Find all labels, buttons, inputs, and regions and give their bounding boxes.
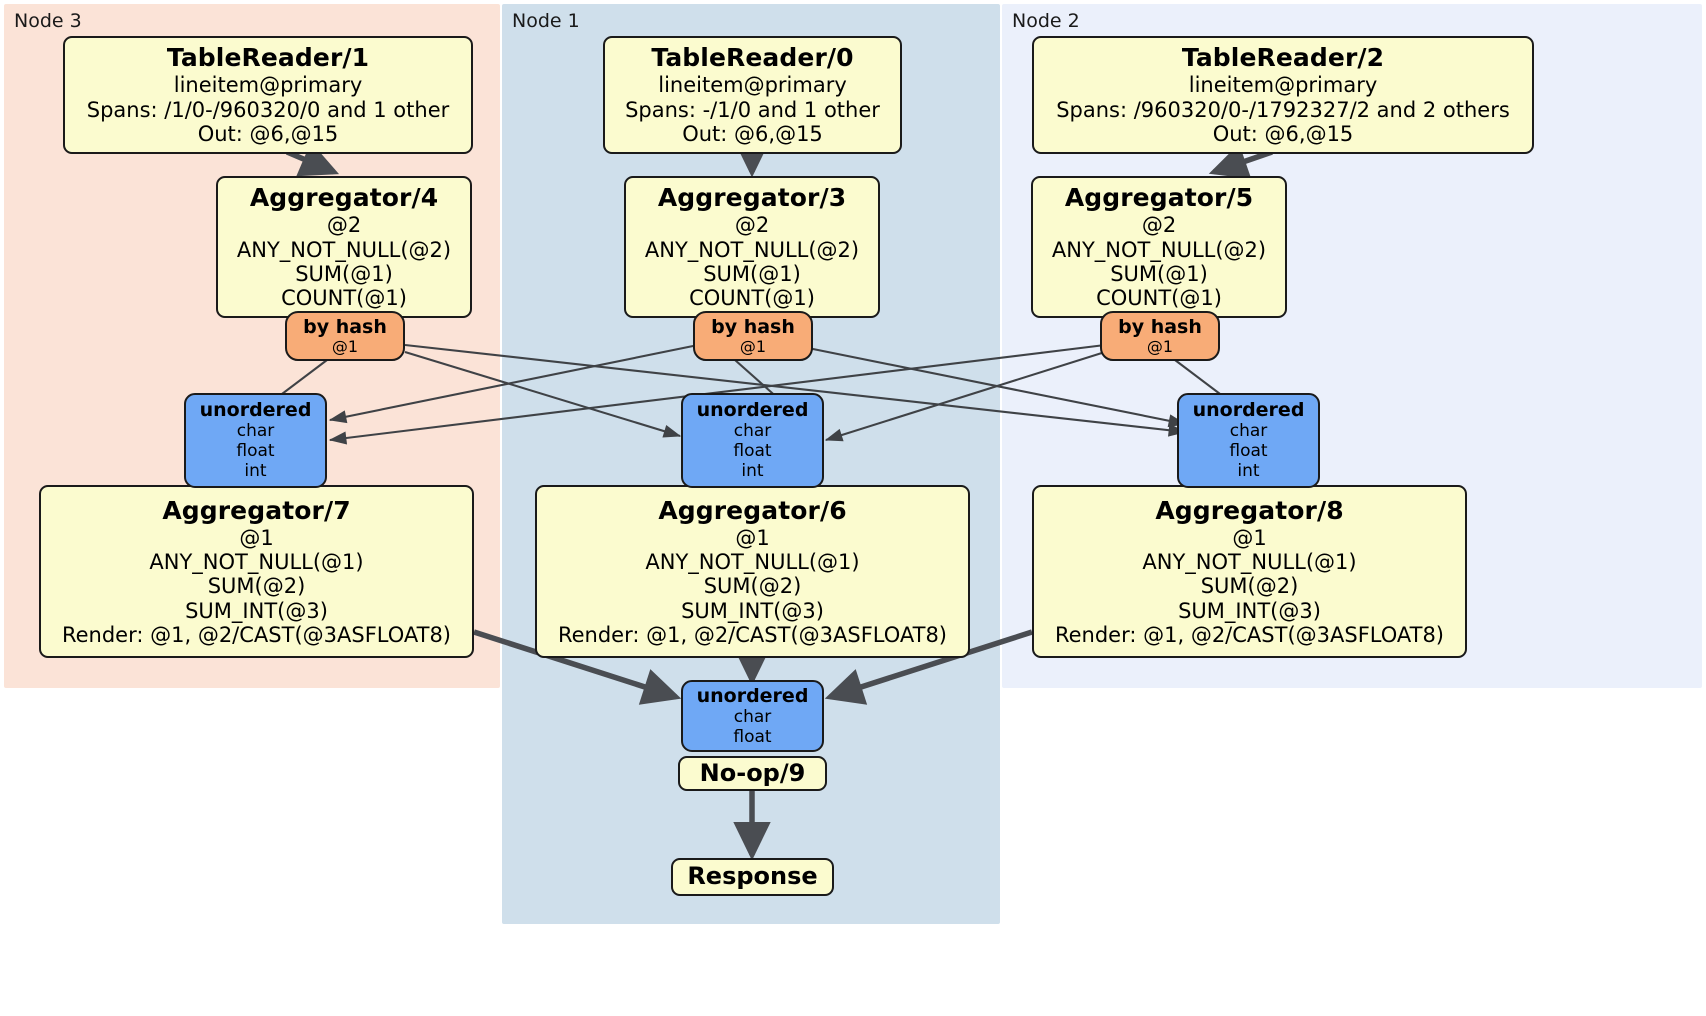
- aggregator-7-func-3: SUM_INT(@3): [185, 598, 328, 623]
- router-by-hash-3-title: by hash: [711, 315, 795, 338]
- node-tablereader-2[interactable]: TableReader/2 lineitem@primary Spans: /9…: [1032, 36, 1534, 154]
- node-response[interactable]: Response: [671, 858, 834, 896]
- synchronizer-6-title: unordered: [696, 399, 809, 422]
- node-aggregator-3[interactable]: Aggregator/3 @2 ANY_NOT_NULL(@2) SUM(@1)…: [624, 176, 880, 318]
- router-by-hash-3[interactable]: by hash @1: [693, 311, 813, 361]
- aggregator-4-func-3: COUNT(@1): [281, 286, 407, 311]
- router-by-hash-3-column: @1: [739, 336, 767, 356]
- synchronizer-final-type-1: char: [733, 706, 772, 727]
- synchronizer-7-title: unordered: [199, 399, 312, 422]
- tablereader-2-out: Out: @6,@15: [1212, 122, 1354, 147]
- tablereader-0-title: TableReader/0: [651, 43, 854, 73]
- node-tablereader-1[interactable]: TableReader/1 lineitem@primary Spans: /1…: [63, 36, 473, 154]
- aggregator-4-group: @2: [326, 213, 362, 238]
- aggregator-6-func-3: SUM_INT(@3): [681, 598, 824, 623]
- aggregator-4-func-2: SUM(@1): [295, 262, 393, 286]
- response-title: Response: [687, 862, 818, 891]
- aggregator-3-func-2: SUM(@1): [703, 262, 801, 286]
- aggregator-4-title: Aggregator/4: [249, 183, 439, 213]
- node-aggregator-5[interactable]: Aggregator/5 @2 ANY_NOT_NULL(@2) SUM(@1)…: [1031, 176, 1287, 318]
- tablereader-2-title: TableReader/2: [1181, 43, 1385, 73]
- tablereader-1-spans: Spans: /1/0-/960320/0 and 1 other: [86, 97, 450, 122]
- node-tablereader-0[interactable]: TableReader/0 lineitem@primary Spans: -/…: [603, 36, 902, 154]
- region-node1-label: Node 1: [512, 10, 580, 32]
- tablereader-0-table: lineitem@primary: [658, 73, 847, 98]
- tablereader-1-out: Out: @6,@15: [197, 122, 339, 147]
- aggregator-6-func-2: SUM(@2): [703, 574, 802, 599]
- noop-9-title: No-op/9: [699, 758, 806, 787]
- router-by-hash-5-column: @1: [1146, 336, 1174, 356]
- synchronizer-7-type-2: float: [236, 441, 275, 462]
- synchronizer-unordered-8[interactable]: unordered char float int: [1177, 393, 1320, 488]
- aggregator-5-group: @2: [1141, 213, 1177, 238]
- tablereader-1-table: lineitem@primary: [173, 73, 363, 98]
- router-by-hash-4-title: by hash: [303, 315, 387, 338]
- synchronizer-6-type-1: char: [733, 421, 772, 442]
- router-by-hash-4-column: @1: [331, 336, 359, 356]
- aggregator-7-func-1: ANY_NOT_NULL(@1): [149, 549, 364, 574]
- synchronizer-unordered-6[interactable]: unordered char float int: [681, 393, 824, 488]
- aggregator-7-func-2: SUM(@2): [207, 574, 306, 599]
- aggregator-5-title: Aggregator/5: [1064, 183, 1254, 213]
- router-by-hash-5-title: by hash: [1118, 315, 1202, 338]
- router-by-hash-5[interactable]: by hash @1: [1100, 311, 1220, 361]
- router-by-hash-4[interactable]: by hash @1: [285, 311, 405, 361]
- tablereader-2-spans: Spans: /960320/0-/1792327/2 and 2 others: [1056, 97, 1510, 122]
- aggregator-8-func-1: ANY_NOT_NULL(@1): [1142, 549, 1357, 574]
- node-aggregator-6[interactable]: Aggregator/6 @1 ANY_NOT_NULL(@1) SUM(@2)…: [535, 485, 970, 658]
- aggregator-6-title: Aggregator/6: [658, 495, 847, 525]
- synchronizer-8-type-3: int: [1237, 460, 1260, 481]
- node-aggregator-4[interactable]: Aggregator/4 @2 ANY_NOT_NULL(@2) SUM(@1)…: [216, 176, 472, 318]
- tablereader-1-title: TableReader/1: [166, 43, 370, 73]
- region-node2-label: Node 2: [1012, 10, 1080, 32]
- synchronizer-unordered-7[interactable]: unordered char float int: [184, 393, 327, 488]
- aggregator-7-render: Render: @1, @2/CAST(@3ASFLOAT8): [61, 623, 452, 648]
- tablereader-0-out: Out: @6,@15: [682, 122, 823, 147]
- aggregator-3-title: Aggregator/3: [657, 183, 847, 213]
- aggregator-8-render: Render: @1, @2/CAST(@3ASFLOAT8): [1054, 623, 1445, 648]
- node-aggregator-8[interactable]: Aggregator/8 @1 ANY_NOT_NULL(@1) SUM(@2)…: [1032, 485, 1467, 658]
- aggregator-8-group: @1: [1232, 525, 1267, 550]
- node-noop-9[interactable]: No-op/9: [678, 756, 827, 791]
- tablereader-2-table: lineitem@primary: [1188, 73, 1378, 98]
- aggregator-3-group: @2: [734, 213, 770, 238]
- aggregator-5-func-1: ANY_NOT_NULL(@2): [1051, 237, 1267, 262]
- synchronizer-8-title: unordered: [1192, 399, 1305, 422]
- synchronizer-7-type-3: int: [244, 460, 267, 481]
- aggregator-8-title: Aggregator/8: [1155, 495, 1344, 525]
- aggregator-5-func-2: SUM(@1): [1110, 262, 1208, 286]
- aggregator-6-render: Render: @1, @2/CAST(@3ASFLOAT8): [557, 623, 948, 648]
- aggregator-3-func-3: COUNT(@1): [689, 286, 815, 311]
- region-node3-label: Node 3: [14, 10, 82, 32]
- synchronizer-8-type-1: char: [1229, 421, 1268, 442]
- aggregator-8-func-3: SUM_INT(@3): [1178, 598, 1321, 623]
- synchronizer-final-title: unordered: [696, 684, 809, 707]
- aggregator-7-title: Aggregator/7: [162, 495, 351, 525]
- tablereader-0-spans: Spans: -/1/0 and 1 other: [625, 97, 880, 122]
- aggregator-6-func-1: ANY_NOT_NULL(@1): [645, 549, 860, 574]
- aggregator-6-group: @1: [735, 525, 770, 550]
- synchronizer-6-type-2: float: [733, 441, 772, 462]
- aggregator-4-func-1: ANY_NOT_NULL(@2): [236, 237, 452, 262]
- synchronizer-unordered-final[interactable]: unordered char float: [681, 680, 824, 752]
- aggregator-5-func-3: COUNT(@1): [1096, 286, 1222, 311]
- synchronizer-6-type-3: int: [741, 460, 764, 481]
- aggregator-8-func-2: SUM(@2): [1200, 574, 1299, 599]
- aggregator-3-func-1: ANY_NOT_NULL(@2): [644, 237, 860, 262]
- synchronizer-final-type-2: float: [733, 726, 772, 747]
- aggregator-7-group: @1: [239, 525, 274, 550]
- node-aggregator-7[interactable]: Aggregator/7 @1 ANY_NOT_NULL(@1) SUM(@2)…: [39, 485, 474, 658]
- synchronizer-8-type-2: float: [1229, 441, 1268, 462]
- synchronizer-7-type-1: char: [236, 421, 275, 442]
